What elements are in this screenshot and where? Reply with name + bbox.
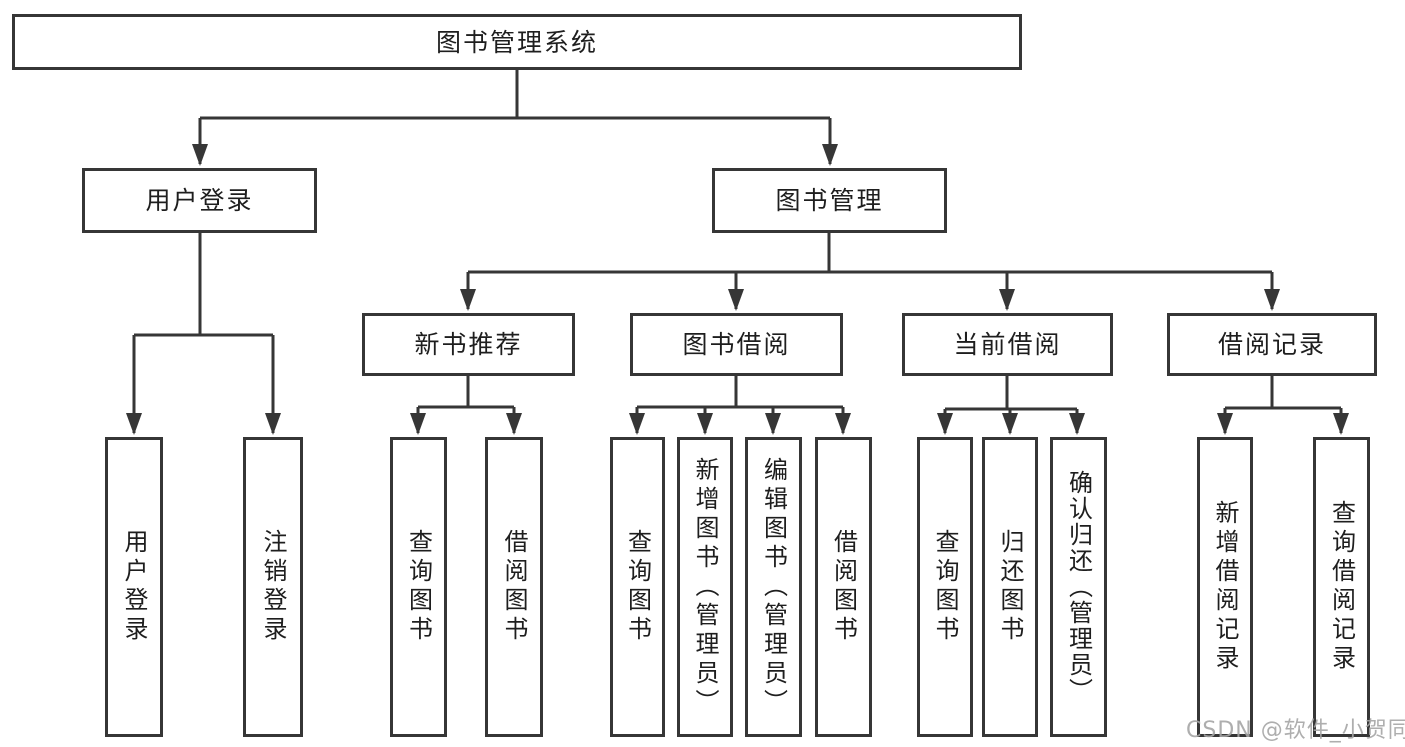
node-nbr-borrow-book: 借阅图书 — [485, 437, 543, 737]
node-cb-confirm-return: 确认归还（管理员） — [1050, 437, 1107, 737]
node-borrow-records: 借阅记录 — [1167, 313, 1377, 376]
node-book-management: 图书管理 — [712, 168, 947, 233]
node-br-query-record: 查询借阅记录 — [1313, 437, 1370, 737]
node-book-borrow: 图书借阅 — [630, 313, 843, 376]
node-bb-edit-book: 编辑图书（管理员） — [745, 437, 802, 737]
node-br-add-record: 新增借阅记录 — [1197, 437, 1253, 737]
node-root: 图书管理系统 — [12, 14, 1022, 70]
node-cb-query-book: 查询图书 — [917, 437, 973, 737]
node-current-borrow: 当前借阅 — [902, 313, 1113, 376]
node-login: 用户登录 — [105, 437, 163, 737]
node-cb-return-book: 归还图书 — [982, 437, 1038, 737]
watermark: CSDN @软件_小贺同学 — [1186, 718, 1405, 743]
node-new-book-recommend: 新书推荐 — [362, 313, 575, 376]
node-bb-add-book: 新增图书（管理员） — [677, 437, 733, 737]
node-user-login: 用户登录 — [82, 168, 317, 233]
node-logout: 注销登录 — [243, 437, 303, 737]
node-bb-query-book: 查询图书 — [610, 437, 665, 737]
node-bb-borrow-book: 借阅图书 — [815, 437, 872, 737]
node-nbr-query-book: 查询图书 — [390, 437, 447, 737]
